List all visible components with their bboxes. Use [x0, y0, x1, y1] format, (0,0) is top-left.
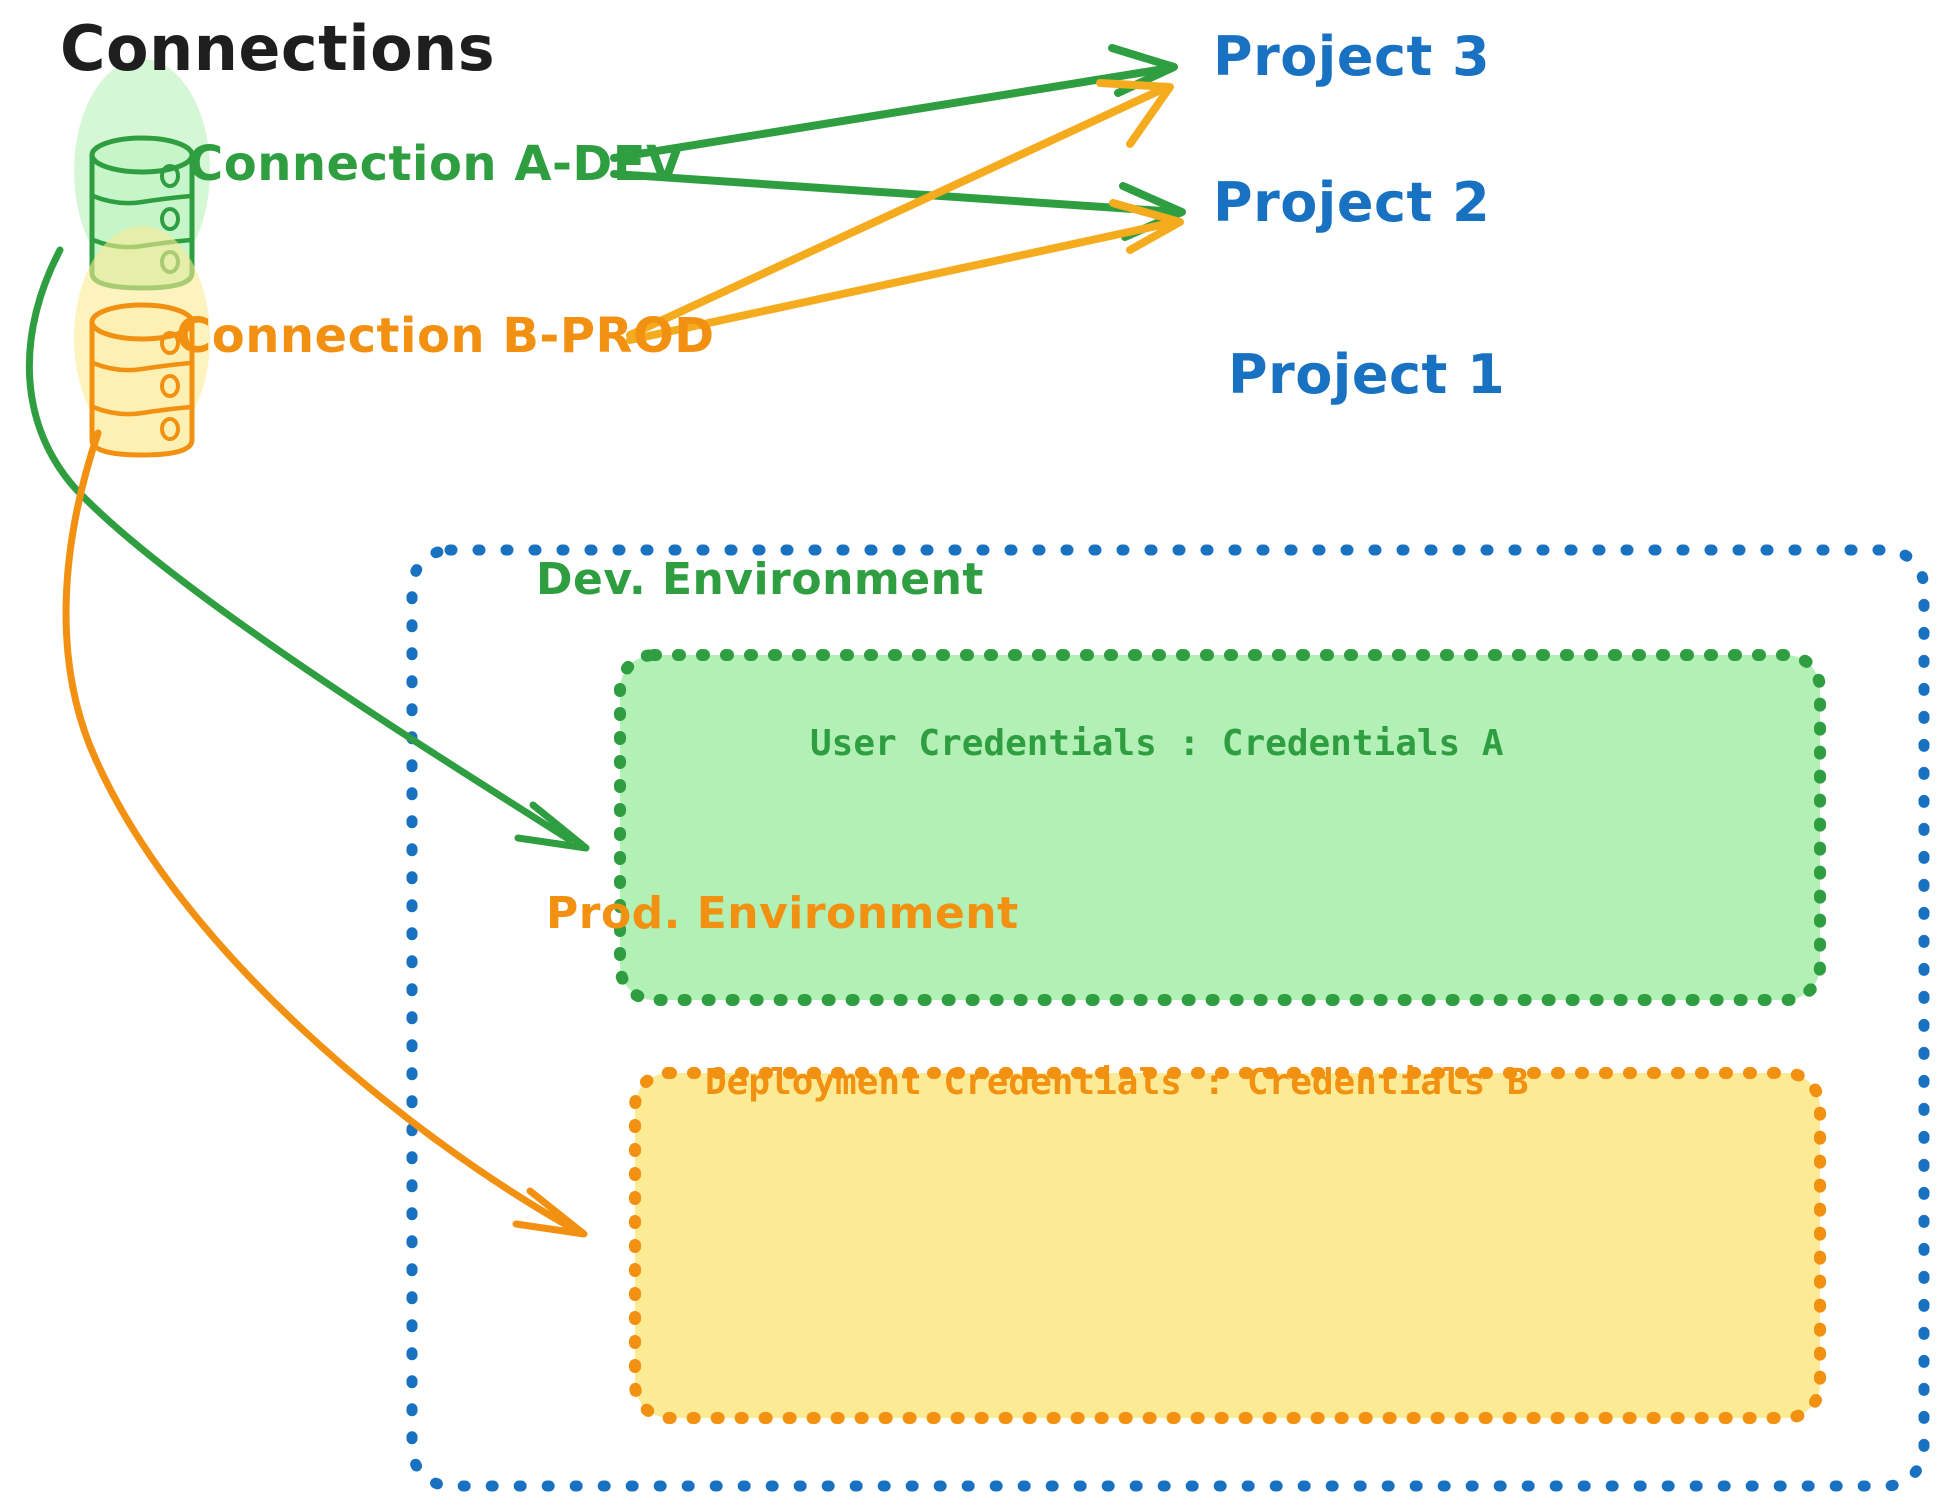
page-title: Connections: [60, 12, 496, 85]
project1-container-box: [406, 544, 1930, 1492]
edge-conn-a-to-dev-environment: [25, 246, 590, 852]
connection-a-dev-label: Connection A-DEV: [188, 136, 684, 192]
dev-environment-box: [614, 649, 1826, 1006]
edge-conn-a-to-project2: [610, 170, 1186, 241]
dev-environment-credentials: User Credentials : Credentials A: [810, 723, 1504, 764]
prod-environment-credentials: Deployment Credentials : Credentials B: [705, 1062, 1529, 1103]
edge-conn-a-to-project3: [610, 44, 1178, 162]
prod-environment-box: [629, 1067, 1826, 1424]
dev-environment-title: Dev. Environment: [536, 554, 984, 605]
edge-conn-b-to-project3: [626, 79, 1174, 339]
edge-conn-b-to-project2: [626, 199, 1184, 344]
edge-conn-b-to-prod-environment: [62, 429, 588, 1238]
project-2-label: Project 2: [1213, 171, 1491, 234]
project-1-label: Project 1: [1228, 343, 1506, 406]
prod-environment-title: Prod. Environment: [546, 888, 1019, 939]
connection-b-prod-label: Connection B-PROD: [176, 308, 715, 364]
connection-b-prod-database-icon: [74, 226, 210, 458]
project-3-label: Project 3: [1213, 25, 1491, 88]
